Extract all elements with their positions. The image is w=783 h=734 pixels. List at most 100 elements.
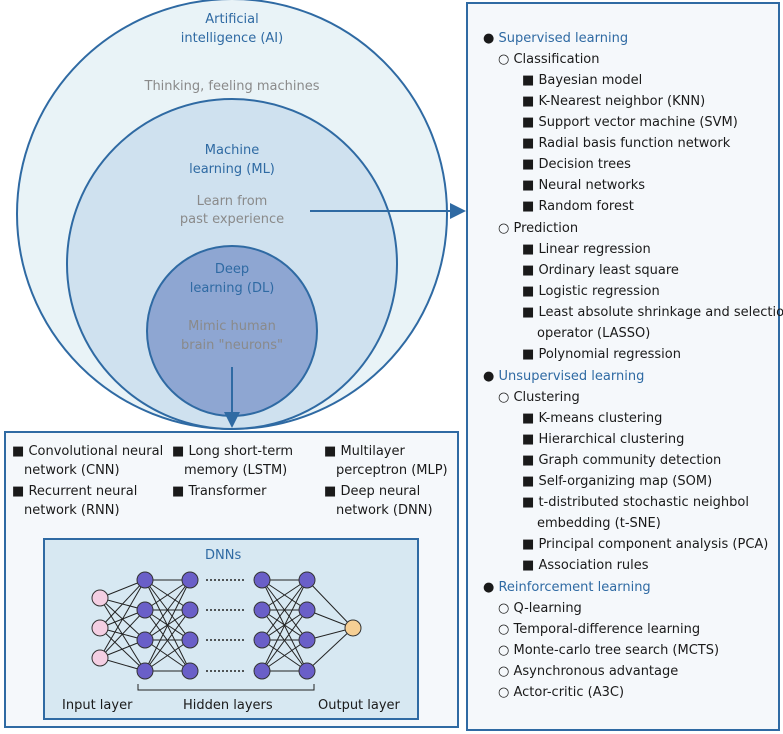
bullet-square: ■ xyxy=(522,115,535,130)
bullet-square: ■ xyxy=(324,484,337,499)
bullet-circle: ○ xyxy=(498,221,510,236)
item-text: Hierarchical clustering xyxy=(538,432,685,447)
list-item: ○ Monte-carlo tree search (MCTS) xyxy=(498,641,719,660)
list-item-continuation: embedding (t-SNE) xyxy=(537,516,661,531)
dl-description-line1: Mimic human xyxy=(188,319,276,334)
item-text: K-means clustering xyxy=(538,411,663,426)
classification-label: Classification xyxy=(513,52,600,67)
bullet-square: ■ xyxy=(522,558,535,573)
supervised-label: Supervised learning xyxy=(498,31,629,46)
list-item: ■ Decision trees xyxy=(522,155,631,174)
output-layer-label: Output layer xyxy=(318,698,400,713)
list-item: ■ Self-organizing map (SOM) xyxy=(522,472,712,491)
ai-title-line1: Artificial xyxy=(205,12,259,27)
dl-item-dnn-line2: network (DNN) xyxy=(336,503,433,518)
item-text: Random forest xyxy=(538,199,634,214)
list-item: ○ Asynchronous advantage xyxy=(498,662,678,681)
list-item-continuation: operator (LASSO) xyxy=(537,326,651,341)
list-classification: ○ Classification xyxy=(498,50,600,69)
list-item: ■ Least absolute shrinkage and selection xyxy=(522,303,783,322)
bullet-square: ■ xyxy=(12,484,25,499)
ml-description-line2: past experience xyxy=(179,212,285,227)
list-item: ■ Logistic regression xyxy=(522,282,660,301)
list-unsupervised: ● Unsupervised learning xyxy=(483,367,644,386)
dl-item-dnn: ■ Deep neural xyxy=(324,482,420,501)
dl-item-lstm-line2: memory (LSTM) xyxy=(184,463,288,478)
dl-item-cnn: ■ Convolutional neural xyxy=(12,442,163,461)
dl-item-transformer-line1: Transformer xyxy=(188,484,267,499)
bullet-square: ■ xyxy=(522,284,535,299)
ml-description-line1: Learn from xyxy=(196,194,268,209)
dl-item-cnn-line2: network (CNN) xyxy=(24,463,120,478)
item-text: Least absolute shrinkage and selection xyxy=(538,305,783,320)
bullet-dot: ● xyxy=(483,31,495,46)
bullet-circle: ○ xyxy=(498,622,510,637)
list-item: ■ Neural networks xyxy=(522,176,645,195)
list-item: ■ Association rules xyxy=(522,556,649,575)
bullet-square: ■ xyxy=(172,444,185,459)
dl-description-line2: brain "neurons" xyxy=(180,338,283,353)
clustering-label: Clustering xyxy=(513,390,580,405)
list-supervised: ● Supervised learning xyxy=(483,29,628,48)
ai-title-line2: intelligence (AI) xyxy=(180,31,284,46)
list-item: ■ Graph community detection xyxy=(522,451,721,470)
list-item: ■ Hierarchical clustering xyxy=(522,430,684,449)
bullet-square: ■ xyxy=(522,157,535,172)
bullet-square: ■ xyxy=(522,411,535,426)
item-text: Principal component analysis (PCA) xyxy=(538,537,769,552)
item-text: Temporal-difference learning xyxy=(513,622,701,637)
item-text: Actor-critic (A3C) xyxy=(513,685,625,700)
list-item: ○ Q-learning xyxy=(498,599,582,618)
hidden-layers-label: Hidden layers xyxy=(183,698,273,713)
bullet-square: ■ xyxy=(522,73,535,88)
list-item: ■ Principal component analysis (PCA) xyxy=(522,535,768,554)
item-text: K-Nearest neighbor (KNN) xyxy=(538,94,706,109)
bullet-circle: ○ xyxy=(498,664,510,679)
bullet-square: ■ xyxy=(522,136,535,151)
list-item: ■ Random forest xyxy=(522,197,634,216)
bullet-square: ■ xyxy=(172,484,185,499)
unsupervised-label: Unsupervised learning xyxy=(498,369,645,384)
bullet-square: ■ xyxy=(522,453,535,468)
item-text: Bayesian model xyxy=(538,73,643,88)
bullet-dot: ● xyxy=(483,369,495,384)
list-item: ■ Bayesian model xyxy=(522,71,642,90)
item-text: Q-learning xyxy=(513,601,582,616)
ml-algorithms-panel xyxy=(466,2,780,731)
bullet-square: ■ xyxy=(324,444,337,459)
dl-item-mlp: ■ Multilayer xyxy=(324,442,405,461)
dl-item-rnn-line1: Recurrent neural xyxy=(28,484,138,499)
list-item: ■ Linear regression xyxy=(522,240,651,259)
dl-title-line1: Deep xyxy=(214,262,250,277)
bullet-circle: ○ xyxy=(498,643,510,658)
list-item: ■ Radial basis function network xyxy=(522,134,730,153)
list-clustering: ○ Clustering xyxy=(498,388,580,407)
item-text: Polynomial regression xyxy=(538,347,681,362)
item-text: Monte-carlo tree search (MCTS) xyxy=(513,643,720,658)
item-text: Ordinary least square xyxy=(538,263,679,278)
list-item: ○ Actor-critic (A3C) xyxy=(498,683,624,702)
dl-item-cnn-line1: Convolutional neural xyxy=(28,444,164,459)
dnn-title: DNNs xyxy=(205,548,242,563)
dl-title-line2: learning (DL) xyxy=(189,281,275,296)
dl-item-rnn-line2: network (RNN) xyxy=(24,503,120,518)
list-item: ■ K-means clustering xyxy=(522,409,662,428)
bullet-circle: ○ xyxy=(498,601,510,616)
input-layer-label: Input layer xyxy=(62,698,133,713)
bullet-square: ■ xyxy=(12,444,25,459)
bullet-square: ■ xyxy=(522,199,535,214)
bullet-square: ■ xyxy=(522,537,535,552)
list-item: ■ Polynomial regression xyxy=(522,345,681,364)
bullet-square: ■ xyxy=(522,242,535,257)
item-text: t-distributed stochastic neighbol xyxy=(538,495,749,510)
item-text: Graph community detection xyxy=(538,453,722,468)
bullet-square: ■ xyxy=(522,94,535,109)
list-prediction: ○ Prediction xyxy=(498,219,578,238)
prediction-label: Prediction xyxy=(513,221,579,236)
bullet-dot: ● xyxy=(483,580,495,595)
bullet-circle: ○ xyxy=(498,390,510,405)
list-item: ■ Support vector machine (SVM) xyxy=(522,113,738,132)
item-text: Self-organizing map (SOM) xyxy=(538,474,713,489)
dl-item-mlp-line2: perceptron (MLP) xyxy=(336,463,448,478)
